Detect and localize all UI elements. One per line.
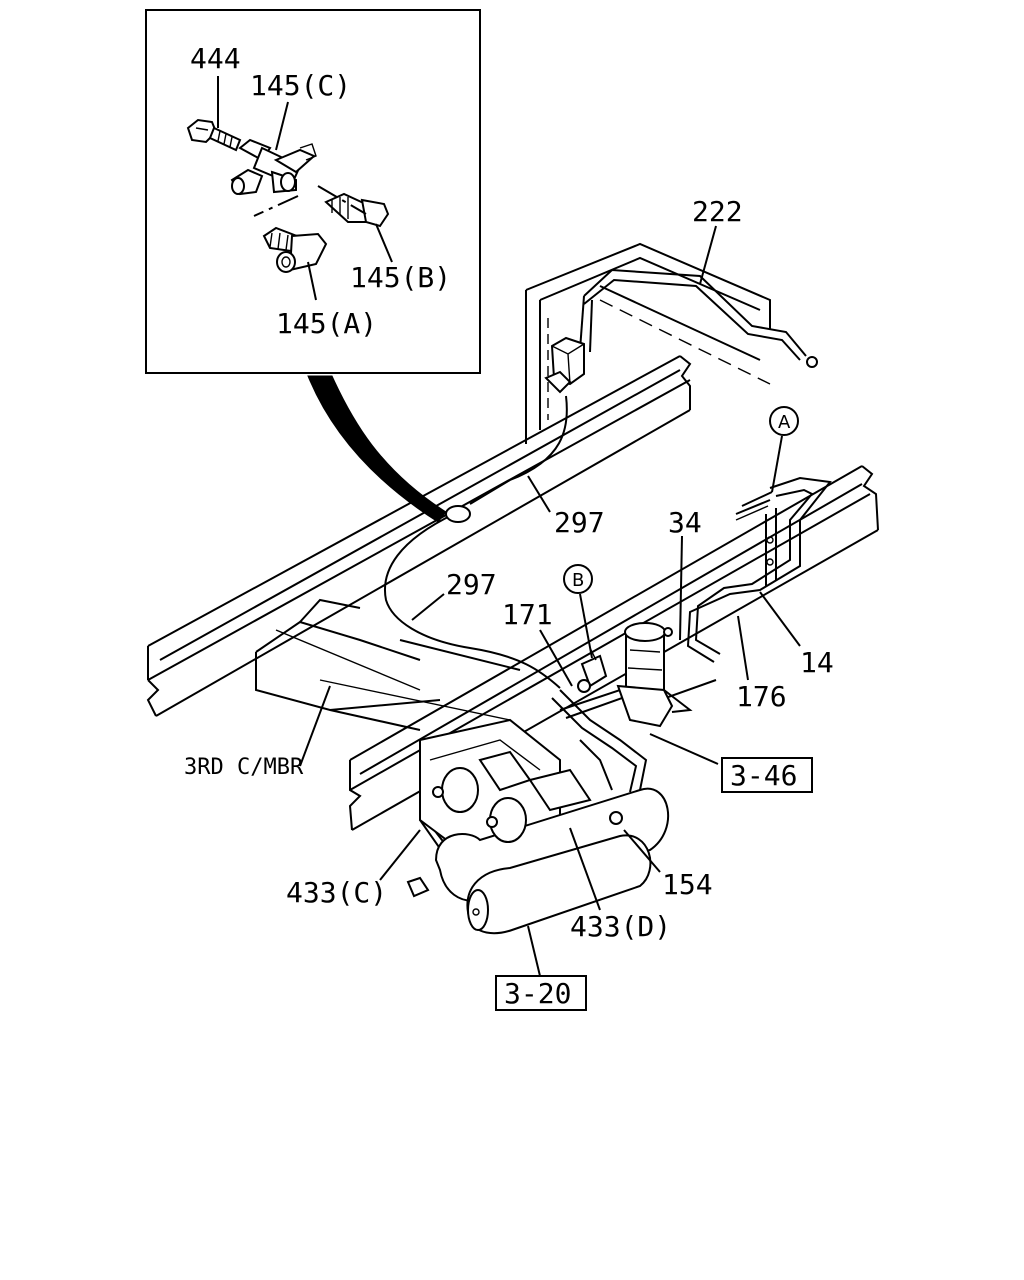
marker-b-circle	[563, 564, 593, 594]
alignment-line-a	[253, 195, 299, 217]
marker-b: B	[572, 570, 584, 591]
callout-3rd-cross-member: 3RD C/MBR	[184, 755, 304, 780]
elbow-145b-part	[324, 192, 390, 228]
callout-176: 176	[736, 680, 787, 713]
callout-34: 34	[668, 506, 702, 539]
ref-box-3-20	[495, 975, 587, 1011]
leader-145c	[275, 101, 289, 151]
callout-444: 444	[190, 42, 241, 75]
callout-171: 171	[502, 598, 553, 631]
cross-member	[255, 598, 521, 731]
marker-a-group: A	[769, 406, 799, 493]
alignment-line-b	[317, 185, 367, 215]
detail-inset: 444 145(C) 145(B) 145(A)	[145, 9, 481, 374]
upper-valve	[544, 336, 585, 394]
elbow-145a-part	[262, 226, 328, 273]
callout-222: 222	[692, 195, 743, 228]
callout-3-46: 3-46	[730, 759, 797, 792]
air-dryer	[616, 622, 693, 728]
bolt-444-part	[186, 118, 242, 152]
cab-outline	[525, 242, 771, 444]
callout-145b: 145(B)	[350, 261, 451, 294]
leader-145b	[375, 223, 393, 263]
check-valve-171	[577, 647, 608, 693]
callout-145c: 145(C)	[250, 69, 351, 102]
callout-14: 14	[800, 646, 834, 679]
marker-a-circle	[769, 406, 799, 436]
callout-433d: 433(D)	[570, 910, 671, 943]
leader-145a	[307, 261, 317, 301]
callout-154: 154	[662, 868, 713, 901]
callout-433c: 433(C)	[286, 876, 387, 909]
marker-b-group: B	[563, 564, 593, 659]
air-tanks	[406, 718, 669, 935]
detail-pointer-arrow	[307, 375, 447, 523]
main-leaders	[299, 225, 801, 977]
frame-rail-left	[146, 355, 692, 717]
ref-box-3-46	[721, 757, 813, 793]
callout-3-20: 3-20	[504, 977, 571, 1010]
inset-frame	[145, 9, 481, 374]
callout-297-lower: 297	[446, 568, 497, 601]
tee-fitting-145c-part	[230, 138, 317, 196]
callout-297-upper: 297	[554, 506, 605, 539]
marker-a: A	[778, 412, 791, 433]
callout-145a: 145(A)	[276, 307, 377, 340]
